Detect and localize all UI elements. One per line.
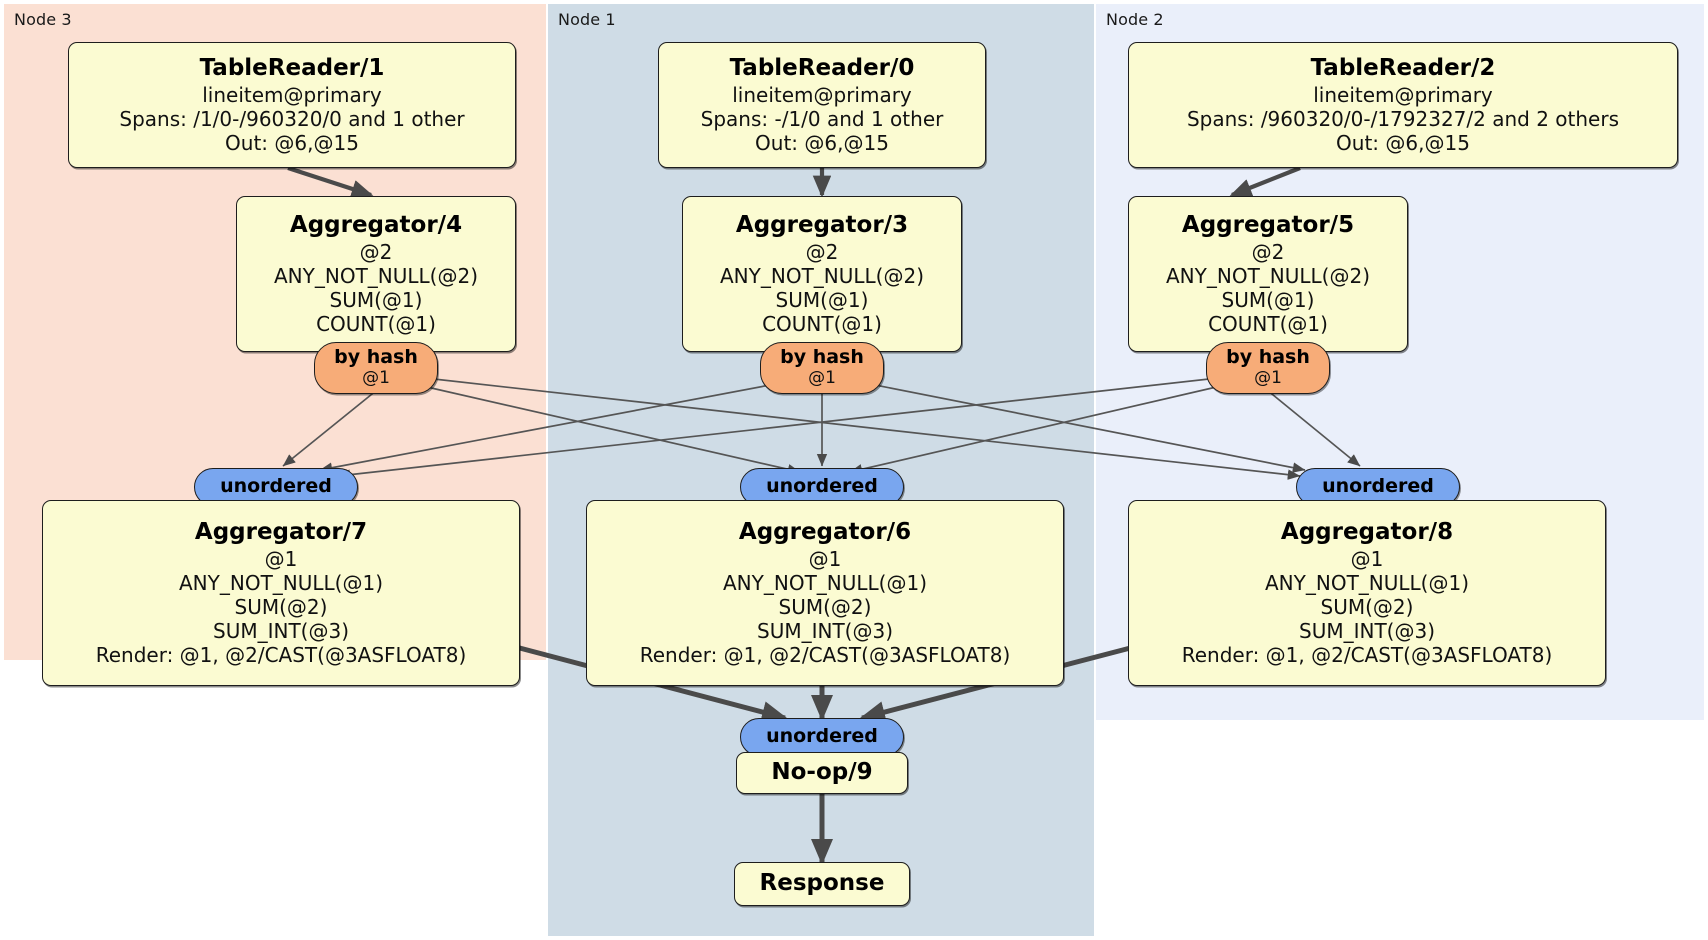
- aggregator-4-line-2: SUM(@1): [329, 287, 423, 312]
- processor-aggregator-3[interactable]: Aggregator/3 @2 ANY_NOT_NULL(@2) SUM(@1)…: [682, 196, 962, 352]
- processor-tablereader-1[interactable]: TableReader/1 lineitem@primary Spans: /1…: [68, 42, 516, 168]
- tablereader-2-line-1: Spans: /960320/0-/1792327/2 and 2 others: [1186, 106, 1619, 131]
- aggregator-6-line-3: SUM_INT(@3): [757, 618, 893, 643]
- aggregator-3-line-3: COUNT(@1): [762, 311, 882, 336]
- processor-aggregator-4[interactable]: Aggregator/4 @2 ANY_NOT_NULL(@2) SUM(@1)…: [236, 196, 516, 352]
- aggregator-6-line-0: @1: [808, 546, 842, 571]
- aggregator-7-line-4: Render: @1, @2/CAST(@3ASFLOAT8): [95, 642, 467, 667]
- router-hash-left-label: by hash: [334, 346, 418, 369]
- aggregator-5-line-1: ANY_NOT_NULL(@2): [1166, 263, 1370, 288]
- tablereader-1-line-2: Out: @6,@15: [225, 130, 359, 155]
- sync-unordered-left-label: unordered: [220, 475, 332, 498]
- processor-aggregator-7[interactable]: Aggregator/7 @1 ANY_NOT_NULL(@1) SUM(@2)…: [42, 500, 520, 686]
- aggregator-7-line-2: SUM(@2): [234, 594, 328, 619]
- processor-noop-9[interactable]: No-op/9: [736, 752, 908, 794]
- tablereader-0-line-1: Spans: -/1/0 and 1 other: [700, 106, 944, 131]
- noop-9-title: No-op/9: [771, 759, 873, 786]
- processor-aggregator-5[interactable]: Aggregator/5 @2 ANY_NOT_NULL(@2) SUM(@1)…: [1128, 196, 1408, 352]
- tablereader-2-line-2: Out: @6,@15: [1336, 130, 1470, 155]
- aggregator-5-line-3: COUNT(@1): [1208, 311, 1328, 336]
- aggregator-4-line-0: @2: [359, 239, 393, 264]
- aggregator-4-line-1: ANY_NOT_NULL(@2): [274, 263, 478, 288]
- sync-unordered-left[interactable]: unordered: [194, 468, 358, 506]
- aggregator-7-line-3: SUM_INT(@3): [213, 618, 349, 643]
- router-hash-center-sub: @1: [808, 368, 836, 389]
- router-hash-right-label: by hash: [1226, 346, 1310, 369]
- aggregator-7-line-1: ANY_NOT_NULL(@1): [179, 570, 383, 595]
- tablereader-2-title: TableReader/2: [1310, 55, 1496, 82]
- sync-unordered-final-label: unordered: [766, 725, 878, 748]
- tablereader-1-line-0: lineitem@primary: [202, 82, 382, 107]
- tablereader-1-line-1: Spans: /1/0-/960320/0 and 1 other: [119, 106, 465, 131]
- aggregator-8-line-3: SUM_INT(@3): [1299, 618, 1435, 643]
- processor-response[interactable]: Response: [734, 862, 910, 906]
- router-hash-right-sub: @1: [1254, 368, 1282, 389]
- aggregator-5-line-2: SUM(@1): [1221, 287, 1315, 312]
- aggregator-6-title: Aggregator/6: [738, 519, 912, 546]
- response-title: Response: [759, 870, 885, 897]
- router-hash-left[interactable]: by hash @1: [314, 342, 438, 394]
- panel-node-3-label: Node 3: [14, 10, 72, 29]
- aggregator-3-line-1: ANY_NOT_NULL(@2): [720, 263, 924, 288]
- panel-node-2-label: Node 2: [1106, 10, 1164, 29]
- aggregator-8-line-2: SUM(@2): [1320, 594, 1414, 619]
- aggregator-8-title: Aggregator/8: [1280, 519, 1454, 546]
- panel-node-1-label: Node 1: [558, 10, 616, 29]
- processor-tablereader-2[interactable]: TableReader/2 lineitem@primary Spans: /9…: [1128, 42, 1678, 168]
- processor-tablereader-0[interactable]: TableReader/0 lineitem@primary Spans: -/…: [658, 42, 986, 168]
- processor-aggregator-6[interactable]: Aggregator/6 @1 ANY_NOT_NULL(@1) SUM(@2)…: [586, 500, 1064, 686]
- aggregator-8-line-4: Render: @1, @2/CAST(@3ASFLOAT8): [1181, 642, 1553, 667]
- aggregator-3-title: Aggregator/3: [735, 212, 909, 239]
- aggregator-3-line-0: @2: [805, 239, 839, 264]
- router-hash-center[interactable]: by hash @1: [760, 342, 884, 394]
- sync-unordered-center-label: unordered: [766, 475, 878, 498]
- aggregator-5-line-0: @2: [1251, 239, 1285, 264]
- aggregator-5-title: Aggregator/5: [1181, 212, 1355, 239]
- router-hash-left-sub: @1: [362, 368, 390, 389]
- aggregator-6-line-1: ANY_NOT_NULL(@1): [723, 570, 927, 595]
- router-hash-center-label: by hash: [780, 346, 864, 369]
- processor-aggregator-8[interactable]: Aggregator/8 @1 ANY_NOT_NULL(@1) SUM(@2)…: [1128, 500, 1606, 686]
- tablereader-1-title: TableReader/1: [199, 55, 385, 82]
- sync-unordered-final[interactable]: unordered: [740, 718, 904, 756]
- aggregator-6-line-4: Render: @1, @2/CAST(@3ASFLOAT8): [639, 642, 1011, 667]
- aggregator-8-line-1: ANY_NOT_NULL(@1): [1265, 570, 1469, 595]
- aggregator-7-line-0: @1: [264, 546, 298, 571]
- sync-unordered-right[interactable]: unordered: [1296, 468, 1460, 506]
- aggregator-7-title: Aggregator/7: [194, 519, 368, 546]
- tablereader-0-line-0: lineitem@primary: [732, 82, 912, 107]
- aggregator-8-line-0: @1: [1350, 546, 1384, 571]
- sync-unordered-center[interactable]: unordered: [740, 468, 904, 506]
- aggregator-6-line-2: SUM(@2): [778, 594, 872, 619]
- aggregator-4-title: Aggregator/4: [289, 212, 463, 239]
- tablereader-0-title: TableReader/0: [729, 55, 915, 82]
- aggregator-3-line-2: SUM(@1): [775, 287, 869, 312]
- sync-unordered-right-label: unordered: [1322, 475, 1434, 498]
- tablereader-2-line-0: lineitem@primary: [1313, 82, 1493, 107]
- router-hash-right[interactable]: by hash @1: [1206, 342, 1330, 394]
- aggregator-4-line-3: COUNT(@1): [316, 311, 436, 336]
- tablereader-0-line-2: Out: @6,@15: [755, 130, 889, 155]
